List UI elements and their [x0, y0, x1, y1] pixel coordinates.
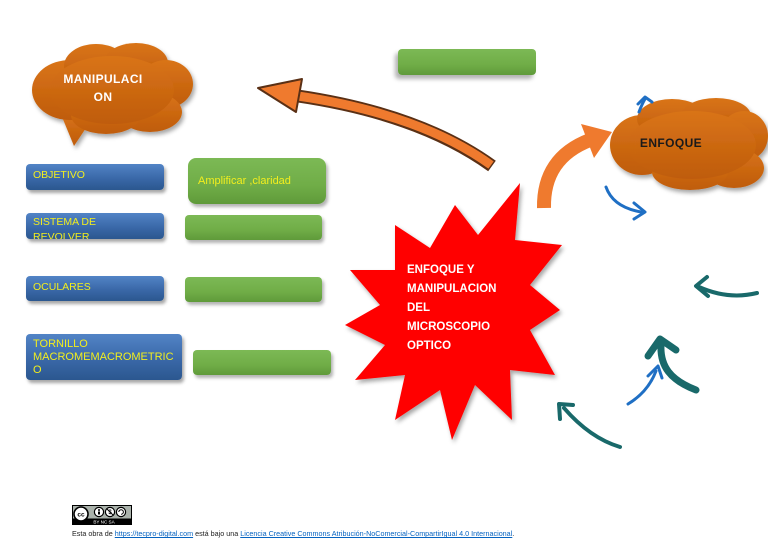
manipulacion-label-line: MANIPULACI	[63, 72, 143, 86]
svg-text:cc: cc	[77, 511, 85, 518]
license-suffix: .	[512, 529, 515, 538]
central-burst	[345, 183, 562, 440]
enfoque-cloud	[610, 98, 768, 190]
license-prefix: Esta obra de	[72, 529, 115, 538]
manipulacion-cloud	[32, 43, 193, 146]
description-box-tornillo	[193, 350, 331, 375]
blue-arrow-down-right	[604, 185, 647, 221]
blue-arrow-up	[636, 95, 654, 114]
teal-arrow-left	[694, 275, 759, 298]
central-topic-line: MICROSCOPIO	[407, 321, 491, 333]
description-box-objetivo: Amplificar ,claridad	[188, 158, 326, 204]
site-link[interactable]: https://tecpro-digital.com	[114, 529, 194, 538]
item-label: TORNILLO	[33, 338, 88, 350]
enfoque-cloud-label: ENFOQUE	[639, 136, 703, 150]
central-topic-line: ENFOQUE Y	[407, 264, 475, 276]
manipulacion-cloud-label: MANIPULACI ON	[48, 70, 158, 106]
item-box-tornillo: TORNILLO MACROMEMACROMETRIC O	[26, 334, 182, 380]
teal-arrow-big-up	[644, 335, 700, 394]
item-box-sistema-revolver: SISTEMA DE REVOLVER	[26, 213, 164, 239]
description-box-revolver	[185, 215, 322, 240]
description-box-oculares	[185, 277, 322, 302]
item-label: MACROMEMACROMETRIC	[33, 351, 174, 363]
share-alike-icon	[115, 506, 127, 518]
license-middle: está bajo una	[193, 529, 241, 538]
orange-arrow-to-manipulacion	[257, 78, 496, 172]
item-label: OCULARES	[33, 281, 91, 293]
central-topic-line: MANIPULACION	[407, 283, 497, 295]
item-label: SISTEMA DE	[33, 216, 97, 228]
item-box-objetivo: OBJETIVO	[26, 164, 164, 190]
item-label: OBJETIVO	[33, 169, 85, 181]
top-green-box	[398, 49, 536, 75]
orange-arrow-to-enfoque	[536, 124, 612, 209]
central-topic-line: DEL	[407, 302, 430, 314]
item-box-oculares: OCULARES	[26, 276, 164, 301]
central-topic-label: ENFOQUE Y MANIPULACION DEL MICROSCOPIO O…	[407, 261, 496, 356]
manipulacion-label-line: ON	[93, 90, 113, 104]
svg-text:$: $	[108, 510, 112, 516]
blue-arrow-lower	[626, 364, 664, 406]
teal-arrow-up-left	[557, 402, 622, 449]
cc-license-badge[interactable]: cc $ BY NC SA	[72, 505, 132, 525]
item-label: REVOLVER	[33, 231, 90, 239]
central-topic-line: OPTICO	[407, 340, 452, 352]
badge-text: BY NC SA	[93, 520, 115, 525]
license-link[interactable]: Licencia Creative Commons Atribución-NoC…	[240, 529, 513, 538]
cc-icon	[73, 506, 89, 522]
item-label: O	[33, 364, 42, 376]
description-text: Amplificar ,claridad	[198, 175, 291, 187]
license-notice: Esta obra de https://tecpro-digital.com …	[72, 529, 514, 538]
